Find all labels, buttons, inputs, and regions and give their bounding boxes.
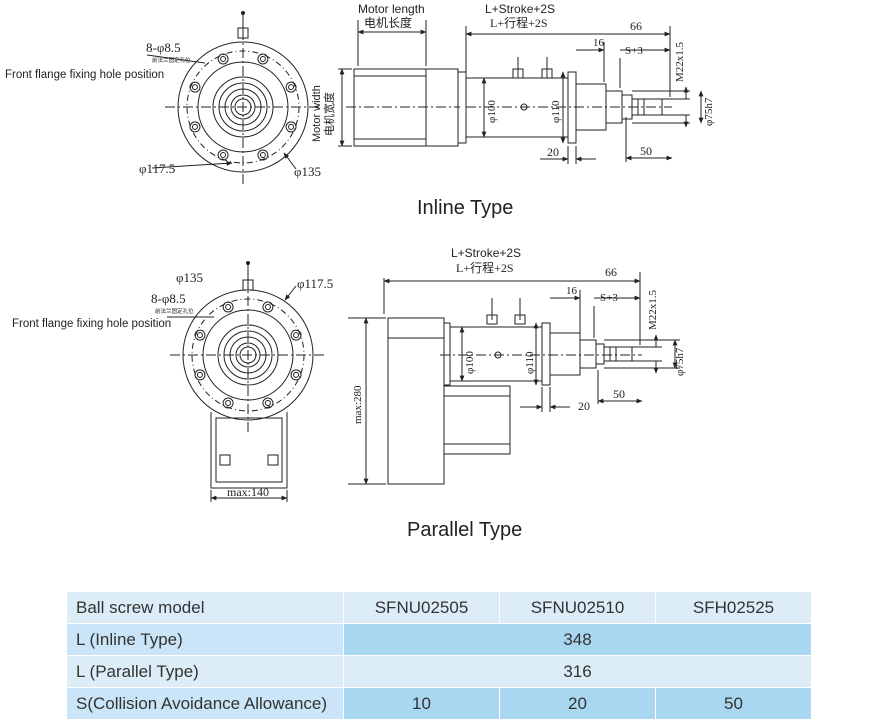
motor-body: [387, 317, 445, 485]
hole-spec-label: 8-φ8.5: [151, 291, 186, 306]
table-row: L (Parallel Type) 316: [66, 655, 812, 688]
inline-side-view: [338, 20, 704, 164]
bolt-hole-inner: [264, 400, 271, 407]
table-header-row: Ball screw model SFNU02505 SFNU02510 SFH…: [66, 591, 812, 624]
bolt-hole: [222, 397, 234, 409]
bolt-hole: [194, 369, 206, 381]
bolt-hole: [262, 301, 274, 313]
stroke-label: L+Stroke+2S: [485, 2, 555, 16]
dim-66-label: 66: [605, 265, 617, 279]
dim-50-label: 50: [613, 387, 625, 401]
bolt-hole: [189, 121, 201, 133]
technical-drawing: 8-φ8.5 前法兰固定孔位 Front flange fixing hole …: [5, 2, 715, 502]
stroke-label: L+Stroke+2S: [451, 246, 521, 260]
flange-bolt-holes: [189, 53, 297, 161]
table-row-label: L (Inline Type): [66, 623, 344, 656]
bolt-hole-inner: [293, 371, 300, 378]
dia-75-label: φ75h7: [674, 347, 686, 376]
bolt-hole: [217, 53, 229, 65]
bolt-hole-inner: [288, 123, 295, 130]
bolt-hole: [194, 329, 206, 341]
thread-label: M22x1.5: [674, 41, 686, 82]
pcd-dia-label: φ117.5: [297, 276, 333, 291]
dia-110-label: φ110: [524, 351, 536, 374]
bolt-hole-inner: [196, 332, 203, 339]
bolt-hole: [285, 121, 297, 133]
stroke-cn-label: L+行程+2S: [456, 260, 514, 275]
table-header-cell: SFNU02510: [499, 591, 656, 624]
dia-100-label: φ100: [486, 100, 498, 123]
thread-label: M22x1.5: [647, 289, 659, 330]
bolt-hole-inner: [196, 371, 203, 378]
table-row: L (Inline Type) 348: [66, 623, 812, 656]
dim-16-label: 16: [566, 285, 578, 297]
bolt-hole-inner: [264, 303, 271, 310]
bolt-hole: [262, 397, 274, 409]
dim-66-label: 66: [630, 19, 642, 33]
bolt-hole: [285, 81, 297, 93]
bolt-hole: [189, 81, 201, 93]
table-cell: 50: [655, 687, 812, 720]
outer-dia-label: φ135: [176, 270, 203, 285]
bolt-hole-inner: [259, 55, 266, 62]
front-flange-label: Front flange fixing hole position: [5, 69, 164, 81]
table-header-cell: SFH02525: [655, 591, 812, 624]
dim-s3-label: S+3: [600, 292, 618, 304]
table-cell: 348: [343, 623, 812, 656]
pcd-dia-label: φ117.5: [139, 161, 175, 176]
table-row: S(Collision Avoidance Allowance) 10 20 5…: [66, 687, 812, 720]
bolt-hole: [222, 301, 234, 313]
table-cell: 10: [343, 687, 500, 720]
bolt-hole: [217, 149, 229, 161]
inline-front-view: [146, 11, 321, 184]
table-row-label: S(Collision Avoidance Allowance): [66, 687, 344, 720]
flange-bolt-holes: [194, 301, 302, 409]
hole-spec-label: 8-φ8.5: [146, 40, 181, 55]
bolt-hole: [290, 369, 302, 381]
width-max-label: max:140: [227, 485, 269, 499]
hole-note-label: 前法兰固定孔位: [155, 307, 194, 315]
table-cell: 316: [343, 655, 812, 688]
motor-length-cn-label: 电机长度: [364, 15, 412, 30]
dim-50-label: 50: [640, 144, 652, 158]
inline-type-title: Inline Type: [417, 197, 514, 219]
front-flange-label: Front flange fixing hole position: [12, 318, 171, 330]
motor-length-label: Motor length: [358, 2, 425, 16]
bolt-hole-inner: [293, 332, 300, 339]
motor-housing: [443, 385, 511, 455]
bolt-hole: [290, 329, 302, 341]
bolt-hole-inner: [191, 123, 198, 130]
bolt-hole-inner: [220, 55, 227, 62]
bolt-hole: [257, 149, 269, 161]
bolt-hole-inner: [191, 84, 198, 91]
dim-20-label: 20: [578, 399, 590, 413]
table-header-cell: Ball screw model: [66, 591, 344, 624]
dia-75-label: φ75h7: [703, 97, 715, 126]
hole-note-label: 前法兰固定孔位: [152, 56, 191, 64]
spec-table: Ball screw model SFNU02505 SFNU02510 SFH…: [66, 591, 812, 720]
parallel-side-view: [348, 272, 680, 485]
bolt-hole-inner: [225, 303, 232, 310]
height-max-label: max:280: [352, 385, 364, 424]
dia-110-label: φ110: [550, 100, 562, 123]
dim-16-label: 16: [593, 37, 605, 49]
dia-100-label: φ100: [464, 351, 476, 374]
parallel-front-view: [167, 261, 326, 502]
motor-width-label: Motor width: [311, 85, 323, 142]
dim-s3-label: S+3: [625, 45, 643, 57]
parallel-type-title: Parallel Type: [407, 519, 523, 541]
motor-width-cn-label: 电机宽度: [322, 92, 336, 136]
bolt-hole-inner: [288, 84, 295, 91]
outer-dia-label: φ135: [294, 164, 321, 179]
table-cell: 20: [499, 687, 656, 720]
table-header-cell: SFNU02505: [343, 591, 500, 624]
bolt-hole-inner: [225, 400, 232, 407]
bolt-hole: [257, 53, 269, 65]
dim-20-label: 20: [547, 145, 559, 159]
stroke-cn-label: L+行程+2S: [490, 15, 548, 30]
table-row-label: L (Parallel Type): [66, 655, 344, 688]
bolt-hole-inner: [259, 152, 266, 159]
bolt-hole-inner: [220, 152, 227, 159]
